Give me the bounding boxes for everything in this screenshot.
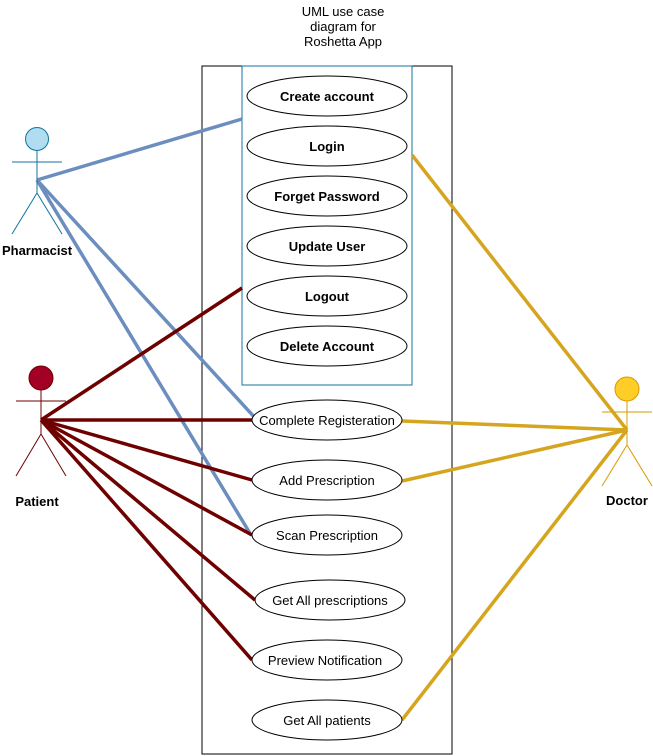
use-case-ellipse [246,225,408,267]
association-pharmacist-complete-registeration [35,178,259,422]
use-case-ellipse [246,175,408,217]
association-patient-get-all-prescriptions [39,418,257,602]
diagram-title-line-3: Roshetta App [304,34,382,49]
actor-head [28,365,54,391]
actor-right-leg [40,433,67,477]
association-doctor-add-prescription [401,428,628,483]
use-case-forget-password: Forget Password [246,175,408,217]
association-pharmacist-account-group [36,117,243,182]
actor-label: Pharmacist [2,243,73,258]
use-case-scan-prescription: Scan Prescription [251,514,403,556]
association-doctor-account-group [410,153,629,432]
actor-right-leg [36,192,63,235]
use-case-ellipse [246,75,408,117]
use-case-label: Update User [289,239,366,254]
use-case-label: Add Prescription [279,473,374,488]
diagram-title-line-1: UML use case [302,4,385,19]
use-case-complete-registeration: Complete Registeration [251,399,403,441]
association-pharmacist-scan-prescription [35,179,253,536]
account-use-case-group: Create account Login Forget Password Upd… [246,75,408,367]
use-case-label: Logout [305,289,350,304]
actor-pharmacist: Pharmacist [2,127,73,258]
actor-left-leg [11,192,38,235]
actor-left-leg [601,444,628,487]
use-case-get-all-patients: Get All patients [251,699,403,741]
use-case-ellipse [251,699,403,741]
association-lines [35,117,629,722]
association-patient-add-prescription [40,418,253,482]
account-group-boundary [241,65,413,386]
use-case-label: Login [309,139,344,154]
use-case-label: Complete Registeration [259,413,395,428]
actor-right-leg [626,444,653,487]
use-case-label: Get All prescriptions [272,593,388,608]
use-case-ellipse [251,639,403,681]
actor-label: Patient [15,494,59,509]
association-patient-preview-notification [39,418,254,662]
use-case-label: Preview Notification [268,653,382,668]
association-patient-scan-prescription [40,418,253,537]
use-case-add-prescription: Add Prescription [251,459,403,501]
actor-head [25,127,49,151]
use-case-ellipse [251,399,403,441]
actor-head [614,376,640,402]
actor-doctor: Doctor [601,376,653,508]
use-case-ellipse [254,579,406,621]
use-case-label: Scan Prescription [276,528,378,543]
use-case-ellipse [251,459,403,501]
use-case-delete-account: Delete Account [246,325,408,367]
use-case-label: Delete Account [280,339,375,354]
use-case-get-all-prescriptions: Get All prescriptions [254,579,406,621]
use-case-logout: Logout [246,275,408,317]
use-case-ellipse [246,325,408,367]
use-case-ellipse [246,275,408,317]
use-case-label: Create account [280,89,375,104]
diagram-title-line-2: diagram for [310,19,376,34]
actor-patient: Patient [15,365,67,509]
use-case-create-account: Create account [246,75,408,117]
association-doctor-get-all-patients [400,428,629,722]
actor-label: Doctor [606,493,648,508]
use-case-login: Login [246,125,408,167]
use-case-label: Get All patients [283,713,371,728]
use-case-label: Forget Password [274,189,380,204]
use-case-ellipse [251,514,403,556]
use-case-preview-notification: Preview Notification [251,639,403,681]
association-patient-account-group [40,286,243,422]
use-case-update-user: Update User [246,225,408,267]
use-case-ellipse [246,125,408,167]
actor-left-leg [15,433,42,477]
association-doctor-complete-registeration [401,419,628,432]
